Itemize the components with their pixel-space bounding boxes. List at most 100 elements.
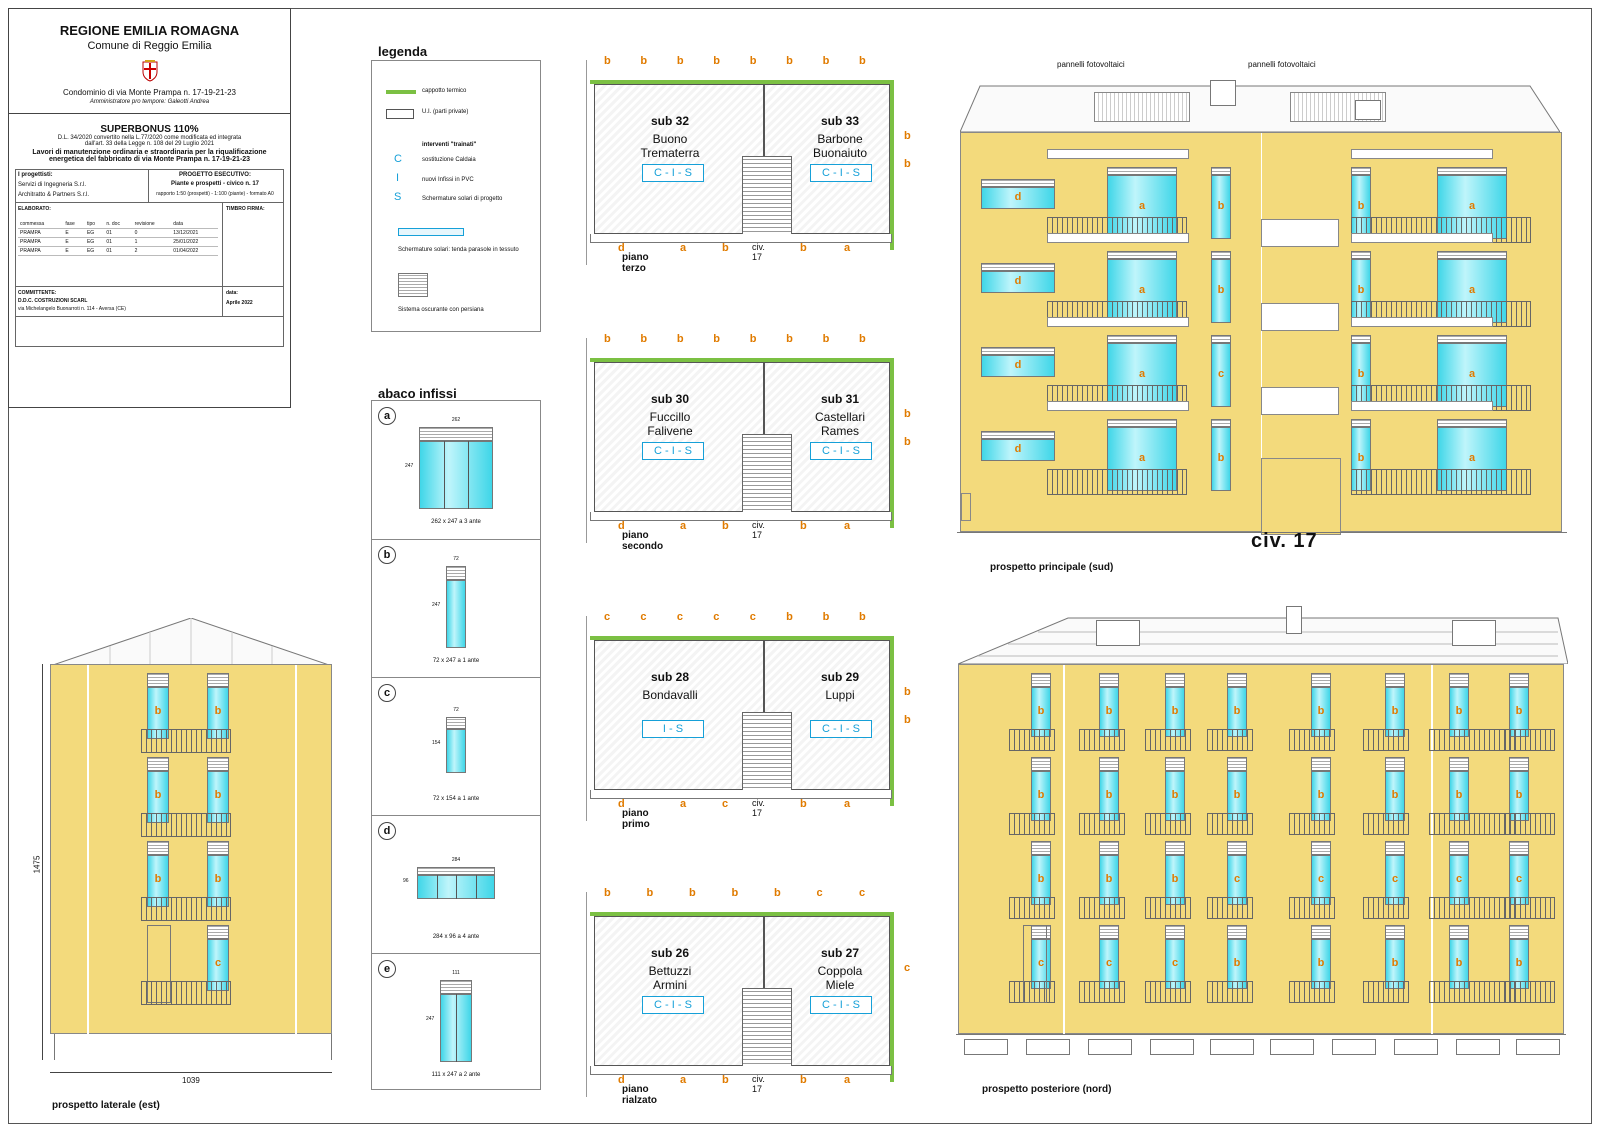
window-shutter-box xyxy=(1509,757,1529,771)
legend-i-text: nuovi Infissi in PVC xyxy=(422,177,474,183)
nord-chimney xyxy=(1286,606,1302,634)
project-label: PROGETTO ESECUTIVO: xyxy=(179,172,251,178)
window-shutter-box xyxy=(1449,841,1469,855)
plan-axis-line xyxy=(586,338,587,543)
revision-table-cell: 01 xyxy=(104,228,133,238)
window-type-label-bottom: b xyxy=(800,1074,807,1086)
abaco-item-caption: 262 x 247 a 3 ante xyxy=(431,519,481,525)
window-shutter-box xyxy=(1031,841,1051,855)
basement-window xyxy=(1332,1039,1376,1055)
legend-persiana: Sistema oscurante con persiana xyxy=(398,307,484,313)
revision-table-cell: PRAMPA xyxy=(18,228,64,238)
civic-number: civ. 17 xyxy=(752,520,765,540)
tenda-swatch xyxy=(398,228,464,236)
law-line-1: D.L. 34/2020 convertito nella L.77/2020 … xyxy=(57,135,242,141)
condominio-name: Condominio di via Monte Prampa n. 17-19-… xyxy=(63,88,236,97)
pv-label-1: pannelli fotovoltaici xyxy=(1057,60,1125,69)
window-type-label-bottom: a xyxy=(680,1074,687,1086)
window-type-label-bottom: a xyxy=(680,242,687,254)
committente-label: COMMITTENTE: xyxy=(18,290,57,296)
thermal-insulation-side xyxy=(890,912,894,1082)
window-type-label-bottom: a xyxy=(844,242,851,254)
balcony-railing xyxy=(1207,729,1253,751)
balcony-railing xyxy=(1145,981,1191,1003)
plan-axis-line xyxy=(586,892,587,1097)
plan-axis-line xyxy=(586,60,587,265)
window-type-label: c xyxy=(1515,873,1523,885)
balcony-railing xyxy=(1289,729,1335,751)
balcony-slab xyxy=(1047,149,1189,159)
window-shutter-box xyxy=(1437,335,1507,343)
intervention-tag-right: C - I - S xyxy=(810,996,872,1014)
region-title: REGIONE EMILIA ROMAGNA xyxy=(59,23,240,38)
window-type-label-bottom: a xyxy=(680,798,687,810)
window xyxy=(1211,427,1231,491)
abaco-item-caption: 111 x 247 a 2 ante xyxy=(431,1072,481,1078)
committente-name: D.D.C. COSTRUZIONI SCARL xyxy=(18,298,88,304)
window-type-label: b xyxy=(1317,789,1325,801)
balcony-railing xyxy=(1289,897,1335,919)
window-type-label-top: b xyxy=(604,887,611,899)
basement-window xyxy=(1394,1039,1438,1055)
balcony-railing xyxy=(141,981,231,1005)
balcony-railing xyxy=(1505,729,1555,751)
balcony-railing xyxy=(1009,897,1055,919)
window-type-label-top: b xyxy=(822,611,830,623)
facade-joint xyxy=(1431,665,1433,1035)
window-type-label: b xyxy=(214,705,222,717)
window-type-label: c xyxy=(1391,873,1399,885)
window-type-label: a xyxy=(1468,368,1476,380)
window-type-label: c xyxy=(1455,873,1463,885)
elaborato-label: ELABORATO: xyxy=(18,206,51,212)
window-type-label: b xyxy=(1037,789,1045,801)
window-shutter-box xyxy=(446,566,466,580)
abaco-item-letter: a xyxy=(378,407,396,425)
window-type-label-bottom: d xyxy=(618,242,625,254)
project-scale: rapporto 1:50 (prospetti) - 1:100 (piant… xyxy=(156,191,274,197)
window-shutter-box xyxy=(981,431,1055,439)
designers-label: I progettisti: xyxy=(18,172,53,178)
stairwell-window xyxy=(1261,303,1339,331)
window-glazing xyxy=(446,729,466,773)
window-shutter-box xyxy=(147,757,169,771)
window-type-label-top: b xyxy=(859,55,866,67)
window-shutter-box xyxy=(1211,419,1231,427)
thermal-insulation-top xyxy=(590,80,894,84)
balcony-railing xyxy=(1289,813,1335,835)
window-type-label: c xyxy=(1217,368,1225,380)
balcony-railing xyxy=(1079,897,1125,919)
intervention-tag-left: C - I - S xyxy=(642,164,704,182)
window xyxy=(1211,259,1231,323)
designer-2: Architratto & Partners S.r.l. xyxy=(18,192,90,198)
window-shutter-box xyxy=(1351,167,1371,175)
window-shutter-box xyxy=(1211,167,1231,175)
intervention-tag-left: C - I - S xyxy=(642,996,704,1014)
window-type-label: a xyxy=(1468,284,1476,296)
stairwell-window xyxy=(1261,387,1339,415)
intervention-tag-left: I - S xyxy=(642,720,704,738)
window-type-label: d xyxy=(1014,443,1022,455)
balcony-strip xyxy=(590,790,892,799)
window-type-label: b xyxy=(1317,705,1325,717)
window-type-label-top: b xyxy=(786,611,793,623)
abaco-item-caption: 72 x 247 a 1 ante xyxy=(432,658,480,664)
window-type-label-top: b xyxy=(731,887,739,899)
balcony-strip xyxy=(590,1066,892,1075)
window-type-label: b xyxy=(1515,957,1523,969)
balcony-railing xyxy=(1429,729,1515,751)
window-type-label: d xyxy=(1014,275,1022,287)
window-type-label: b xyxy=(154,873,162,885)
owner-right-1: Luppi xyxy=(825,688,855,702)
window-type-label: c xyxy=(1037,957,1045,969)
balcony-railing xyxy=(1363,813,1409,835)
window-shutter-box xyxy=(207,757,229,771)
revision-table-cell: PRAMPA xyxy=(18,237,64,247)
window-shutter-box xyxy=(1437,419,1507,427)
floor-label: piano primo xyxy=(622,808,650,830)
law-line-2: dall'art. 33 della Legge n. 108 del 29 L… xyxy=(84,141,215,147)
window-type-label: b xyxy=(154,705,162,717)
pv-label-2: pannelli fotovoltaici xyxy=(1248,60,1316,69)
window-type-label: b xyxy=(1217,284,1225,296)
